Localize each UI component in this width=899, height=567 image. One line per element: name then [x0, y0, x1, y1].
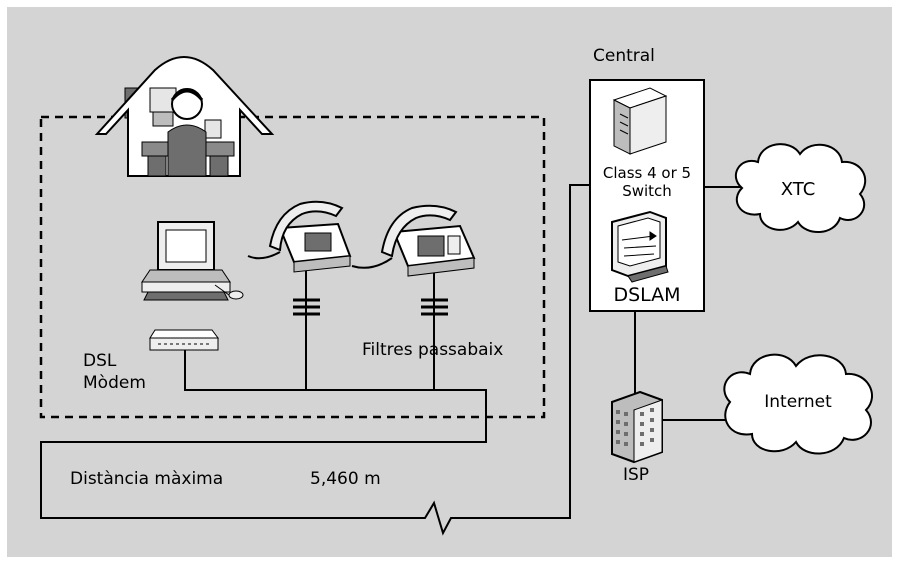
distance-label: Distància màxima: [70, 469, 223, 489]
xtc-label: XTC: [781, 179, 816, 200]
server-tower-icon: [612, 87, 668, 155]
isp-building-icon: [611, 390, 663, 464]
home-bus-line: [40, 184, 590, 536]
dsl-modem-label-line1: DSL: [83, 351, 117, 371]
central-label: Central: [593, 46, 655, 66]
telephone-icon-2: [351, 204, 476, 277]
home-boundary: [39, 115, 546, 419]
internet-cloud-icon: [723, 353, 873, 455]
internet-label: Internet: [764, 392, 832, 412]
dsl-modem-icon: [149, 329, 219, 351]
desktop-computer-icon: [141, 221, 244, 301]
isp-label: ISP: [623, 465, 649, 485]
xtc-cloud-icon: [735, 143, 867, 233]
distance-value: 5,460 m: [310, 469, 381, 489]
telephone-icon-1: [247, 200, 352, 273]
switch-label-line2: Switch: [622, 182, 672, 200]
dsl-modem-label-line2: Mòdem: [83, 373, 146, 393]
lowpass-filter-1: [293, 298, 320, 316]
switch-label-line1: Class 4 or 5: [603, 164, 691, 182]
house-with-person-icon: [94, 56, 275, 177]
dslam-monitor-icon: [611, 210, 669, 283]
filters-label: Filtres passabaix: [362, 340, 503, 360]
wiring: [40, 184, 745, 536]
lowpass-filter-2: [421, 298, 448, 316]
dslam-label: DSLAM: [613, 284, 680, 306]
